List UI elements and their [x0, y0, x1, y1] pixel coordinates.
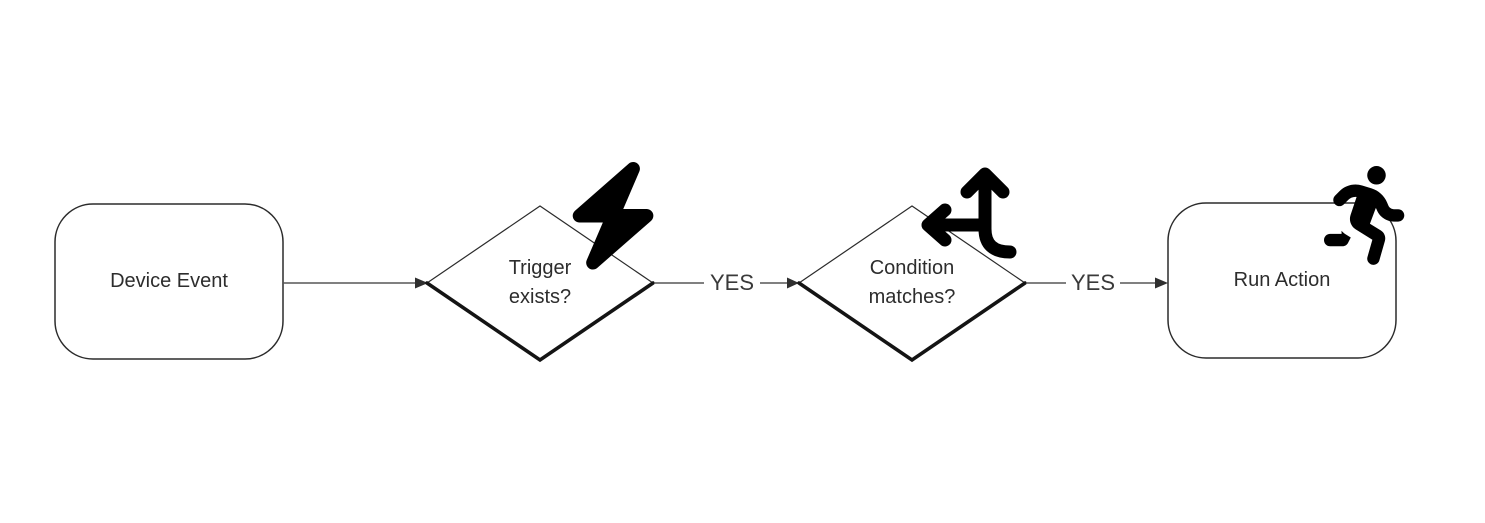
split-arrows-icon — [921, 167, 1017, 259]
arrowhead-icon — [1155, 277, 1168, 289]
arrowhead-icon — [787, 277, 799, 289]
arrowhead-icon — [415, 277, 428, 289]
node-trigger-exists-shadow-edge — [425, 281, 655, 363]
node-condition-matches-shadow-edge — [797, 281, 1027, 363]
node-device-event-shape — [54, 203, 284, 360]
bolt-icon — [572, 161, 654, 270]
person-running-icon — [1324, 166, 1405, 265]
